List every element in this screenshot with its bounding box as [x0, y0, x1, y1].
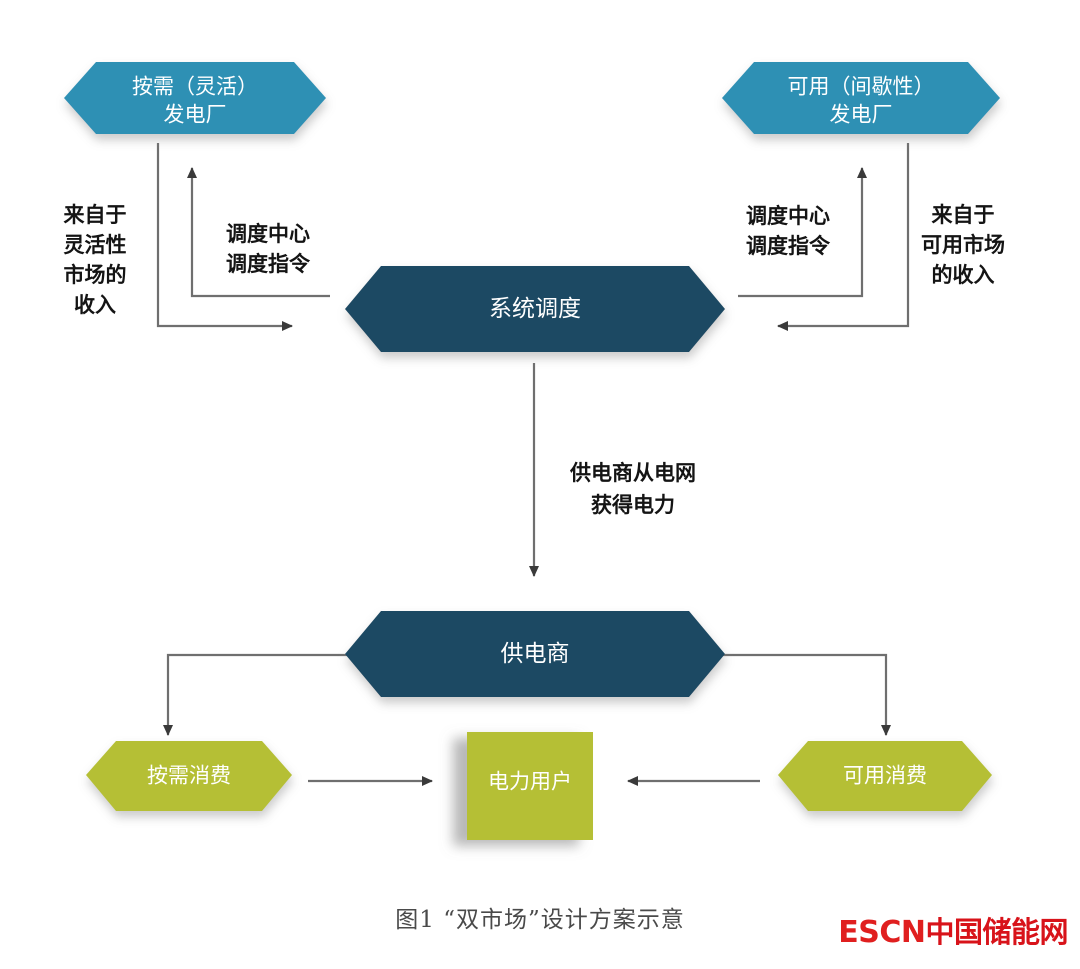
node-on-demand-consumption[interactable]	[86, 741, 292, 811]
escn-logo: ESCN中国储能网	[838, 918, 1068, 948]
label-right-revenue-line2: 可用市场	[921, 232, 1005, 257]
node-on-demand-consumption-label: 按需消费	[147, 764, 231, 788]
node-power-supplier-label: 供电商	[501, 641, 570, 667]
node-flexible-plant-label-line2: 发电厂	[164, 103, 227, 127]
node-available-consumption[interactable]	[778, 741, 992, 811]
node-system-dispatch-label: 系统调度	[489, 296, 581, 322]
label-left-dispatch-line1: 调度中心	[226, 221, 310, 246]
label-left-dispatch-line2: 调度指令	[226, 251, 311, 276]
node-power-user[interactable]	[467, 732, 593, 840]
escn-logo-latin: ESCN	[838, 915, 926, 950]
label-left-revenue-line2: 灵活性	[64, 232, 127, 257]
node-power-supplier[interactable]	[345, 611, 725, 697]
edge-left-dispatch	[187, 167, 330, 298]
label-center-flow-line1: 供电商从电网	[569, 460, 696, 485]
label-right-dispatch-line1: 调度中心	[746, 203, 830, 228]
bottom-rule	[0, 966, 1080, 969]
node-intermittent-plant-label-line1: 可用（间歇性）	[788, 75, 935, 99]
node-flexible-plant-label-line1: 按需（灵活）	[132, 75, 258, 99]
label-left-revenue-line1: 来自于	[64, 202, 127, 227]
edge-right-dispatch	[738, 167, 867, 298]
escn-logo-chinese: 中国储能网	[925, 915, 1068, 949]
edge-available-revenue	[777, 143, 910, 331]
connectors	[156, 143, 910, 786]
label-center-flow: 供电商从电网 获得电力	[569, 460, 696, 517]
node-flexible-plant[interactable]	[64, 62, 326, 134]
label-center-flow-line2: 获得电力	[591, 492, 675, 517]
figure-caption: 图1 “双市场”设计方案示意	[395, 907, 685, 933]
node-power-user-label: 电力用户	[488, 770, 572, 794]
label-left-dispatch: 调度中心 调度指令	[226, 221, 311, 276]
edge-supplier-to-ondemand	[163, 653, 380, 736]
label-left-revenue: 来自于 灵活性 市场的 收入	[64, 202, 127, 317]
edge-supplier-to-available	[690, 653, 891, 736]
label-right-revenue-line3: 的收入	[932, 262, 995, 287]
edge-flexible-revenue	[156, 143, 293, 331]
label-left-revenue-line4: 收入	[74, 292, 116, 317]
label-left-revenue-line3: 市场的	[64, 262, 127, 287]
label-right-dispatch-line2: 调度指令	[746, 233, 831, 258]
label-right-revenue-line1: 来自于	[932, 202, 995, 227]
node-system-dispatch[interactable]	[345, 266, 725, 352]
node-intermittent-plant-label-line2: 发电厂	[830, 103, 893, 127]
label-right-revenue: 来自于 可用市场 的收入	[921, 202, 1005, 287]
node-intermittent-plant[interactable]	[722, 62, 1000, 134]
label-right-dispatch: 调度中心 调度指令	[746, 203, 831, 258]
node-available-consumption-label: 可用消费	[843, 764, 927, 788]
